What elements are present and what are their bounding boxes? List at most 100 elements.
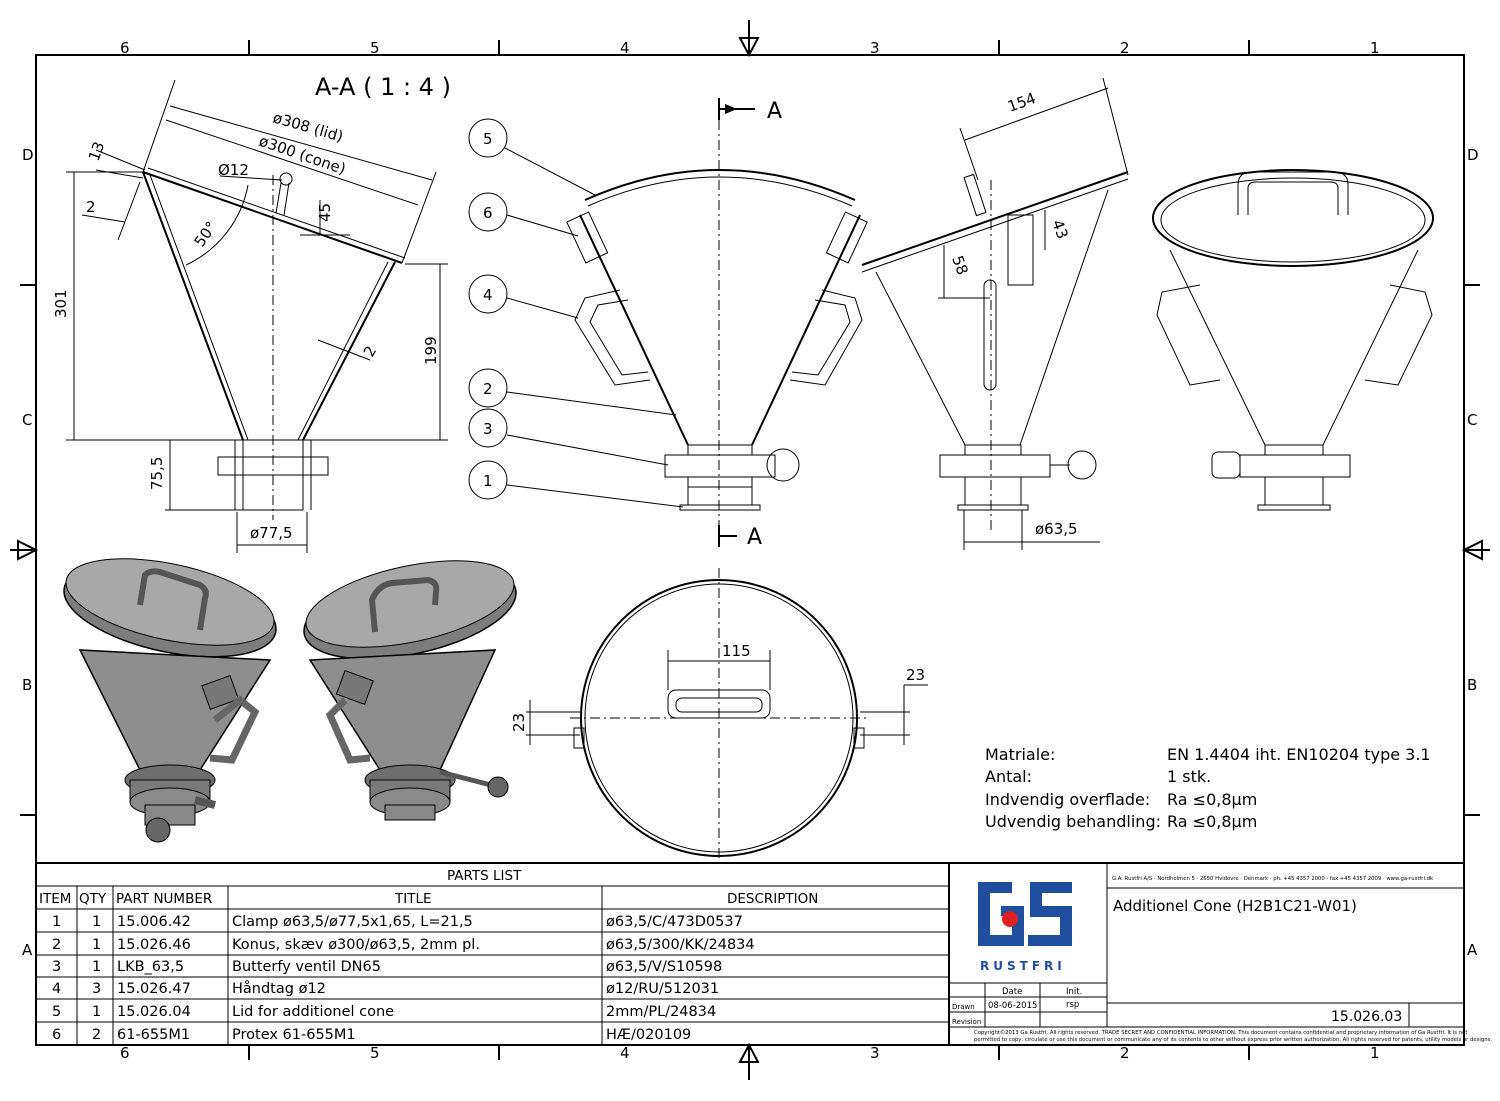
parts-row-5-qty: 1 bbox=[92, 1004, 101, 1020]
balloon-4: 4 bbox=[468, 274, 579, 319]
revision-label: Revision bbox=[952, 1018, 981, 1026]
parts-row-6-title: Protex 61-655M1 bbox=[232, 1027, 356, 1043]
material-value: EN 1.4404 iht. EN10204 type 3.1 bbox=[1167, 745, 1431, 764]
dim-43: 43 bbox=[1048, 217, 1071, 241]
parts-row-5-title: Lid for additionel cone bbox=[232, 1004, 394, 1020]
header-description: DESCRIPTION bbox=[727, 891, 818, 907]
angle-50: 50° bbox=[191, 218, 221, 250]
zone-row-right-C: C bbox=[1467, 411, 1477, 429]
zone-col-bottom-6: 6 bbox=[120, 1044, 130, 1062]
zone-row-left-D: D bbox=[22, 146, 34, 164]
balloon-3: 3 bbox=[468, 408, 669, 466]
balloon-1: 1 bbox=[468, 460, 684, 508]
drawing-number: 15.026.03 bbox=[1331, 1009, 1402, 1025]
parts-row-2-item: 2 bbox=[52, 937, 61, 953]
parts-row-3-part-number: LKB_63,5 bbox=[117, 959, 184, 975]
header-item: ITEM bbox=[39, 891, 71, 907]
parts-list-title: PARTS LIST bbox=[447, 868, 522, 884]
title-block: G.A. Rustfri A/S · Nordholmen 5 · 2650 H… bbox=[948, 862, 1492, 1046]
material-label: Matriale: bbox=[985, 745, 1055, 764]
dim-23-left: 23 bbox=[510, 713, 528, 732]
parts-row-3-qty: 1 bbox=[92, 959, 101, 975]
side-view: 154 43 58 ø63,5 bbox=[861, 77, 1129, 550]
material-notes: Matriale: EN 1.4404 iht. EN10204 type 3.… bbox=[985, 745, 1431, 831]
drawn-init: rsp bbox=[1066, 1000, 1079, 1010]
balloon-5: 5 bbox=[468, 118, 596, 196]
company-line: G.A. Rustfri A/S · Nordholmen 5 · 2650 H… bbox=[1112, 876, 1434, 882]
copyright-line-1: Copyright©2013 Ga Rustfri. All rights re… bbox=[974, 1029, 1467, 1036]
dim-23-right: 23 bbox=[906, 666, 925, 684]
rear-view bbox=[1152, 169, 1434, 511]
dim-63-5: ø63,5 bbox=[1035, 520, 1078, 538]
parts-row-1-description: ø63,5/C/473D0537 bbox=[606, 914, 743, 930]
parts-row-3-title: Butterfy ventil DN65 bbox=[232, 959, 381, 975]
section-marker-top: A bbox=[767, 99, 782, 124]
zone-col-bottom-2: 2 bbox=[1120, 1044, 1130, 1062]
dim-199: 199 bbox=[422, 336, 440, 365]
outer-treatment-value: Ra ≤0,8µm bbox=[1167, 812, 1257, 831]
balloon-6: 6 bbox=[468, 192, 579, 237]
parts-row-3-description: ø63,5/V/S10598 bbox=[606, 959, 722, 975]
zone-ticks bbox=[20, 40, 1480, 1060]
outer-treatment-label: Udvendig behandling: bbox=[985, 812, 1161, 831]
svg-text:5: 5 bbox=[483, 130, 493, 148]
svg-text:6: 6 bbox=[483, 204, 493, 222]
zone-row-right-B: B bbox=[1467, 676, 1477, 694]
drawing-title: Additionel Cone (H2B1C21-W01) bbox=[1113, 897, 1357, 915]
zone-col-top-2: 2 bbox=[1120, 39, 1130, 57]
dim-115: 115 bbox=[722, 642, 751, 660]
svg-text:2: 2 bbox=[483, 380, 493, 398]
zone-row-right-A: A bbox=[1467, 941, 1478, 959]
front-view: A A bbox=[566, 98, 868, 550]
zone-col-top-1: 1 bbox=[1370, 39, 1380, 57]
header-title: TITLE bbox=[394, 891, 432, 907]
zone-col-bottom-5: 5 bbox=[370, 1044, 380, 1062]
parts-row-5-item: 5 bbox=[52, 1004, 61, 1020]
parts-row-6-item: 6 bbox=[52, 1027, 61, 1043]
zone-row-left-A: A bbox=[22, 941, 33, 959]
quantity-label: Antal: bbox=[985, 767, 1032, 786]
dim-45: 45 bbox=[316, 203, 334, 222]
dim-12: Ø12 bbox=[218, 161, 249, 179]
parts-list-rows: 1 1 15.006.42 Clamp ø63,5/ø77,5x1,65, L=21,… bbox=[52, 914, 755, 1043]
inner-surface-value: Ra ≤0,8µm bbox=[1167, 790, 1257, 809]
parts-row-6-description: HÆ/020109 bbox=[606, 1027, 691, 1043]
parts-list: PARTS LIST ITEM QTY PART NUMBER TITLE DE… bbox=[35, 862, 950, 1046]
balloon-callouts: 5 6 4 2 3 1 bbox=[468, 118, 684, 508]
parts-row-6-qty: 2 bbox=[92, 1027, 101, 1043]
top-view: 115 23 23 bbox=[510, 568, 928, 860]
svg-text:4: 4 bbox=[483, 286, 493, 304]
drawn-label: Drawn bbox=[952, 1003, 975, 1011]
parts-row-1-title: Clamp ø63,5/ø77,5x1,65, L=21,5 bbox=[232, 914, 473, 930]
dim-154: 154 bbox=[1005, 89, 1038, 116]
copyright-line-2: permitted to copy, circulate or use this… bbox=[974, 1037, 1492, 1043]
iso-render-right bbox=[303, 560, 517, 821]
date-header: Date bbox=[1002, 987, 1022, 997]
init-header: Init. bbox=[1066, 987, 1082, 997]
parts-row-1-part-number: 15.006.42 bbox=[117, 914, 191, 930]
parts-row-1-item: 1 bbox=[52, 914, 61, 930]
parts-row-5-part-number: 15.026.04 bbox=[117, 1004, 191, 1020]
inner-surface-label: Indvendig overflade: bbox=[985, 790, 1150, 809]
zone-col-top-4: 4 bbox=[620, 39, 630, 57]
dim-77-5: ø77,5 bbox=[250, 524, 293, 542]
svg-text:1: 1 bbox=[483, 472, 493, 490]
zone-col-top-5: 5 bbox=[370, 39, 380, 57]
logo-text: RUSTFRI bbox=[980, 959, 1066, 973]
parts-row-1-qty: 1 bbox=[92, 914, 101, 930]
zone-col-bottom-3: 3 bbox=[870, 1044, 880, 1062]
zone-row-left-B: B bbox=[22, 676, 32, 694]
zone-col-top-3: 3 bbox=[870, 39, 880, 57]
section-marker-bottom: A bbox=[747, 525, 762, 550]
zone-col-bottom-1: 1 bbox=[1370, 1044, 1380, 1062]
drawn-date: 08-06-2015 bbox=[988, 1001, 1037, 1011]
parts-row-4-item: 4 bbox=[52, 981, 61, 997]
zone-labels: 6 5 4 3 2 1 6 5 4 3 2 1 D C B A D C B A bbox=[22, 39, 1479, 1062]
parts-row-4-title: Håndtag ø12 bbox=[232, 980, 326, 997]
header-qty: QTY bbox=[79, 891, 107, 907]
dim-2-left: 2 bbox=[86, 198, 96, 216]
zone-col-bottom-4: 4 bbox=[620, 1044, 630, 1062]
zone-row-left-C: C bbox=[22, 411, 32, 429]
iso-render-left bbox=[63, 558, 277, 843]
